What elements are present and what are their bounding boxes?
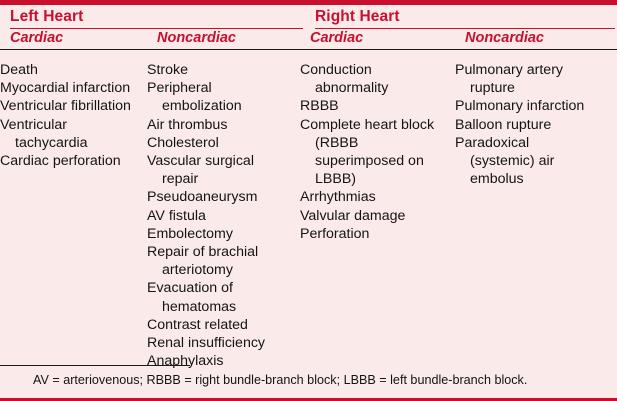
list-item: Paradoxical (systemic) air embolus — [455, 134, 555, 188]
list-item: Pulmonary infarction — [455, 98, 585, 115]
group-header-row: Left Heart Right Heart — [0, 8, 617, 29]
subheader-right-cardiac: Cardiac — [310, 30, 364, 46]
group-header-right-heart: Right Heart — [315, 8, 615, 29]
list-item: Stroke — [147, 62, 189, 78]
list-item: Cholesterol — [147, 134, 219, 151]
list-item: Contrast related — [147, 316, 248, 333]
list-item: Peripheral embolization — [147, 80, 242, 115]
list-item: Embolectomy — [147, 225, 233, 242]
list-item: Repair of brachial arteriotomy — [147, 244, 259, 279]
list-item: Ventricular fibrillation — [0, 98, 131, 115]
list-item: Renal insufficiency — [147, 335, 266, 352]
list-item: AV fistula — [147, 207, 206, 224]
list-item: Perforation — [300, 225, 370, 242]
list-item: Vascular surgical repair — [147, 153, 254, 188]
list-item: Myocardial infarction — [0, 80, 131, 97]
list-item: Death — [0, 62, 38, 78]
list-item: Arrhythmias — [300, 189, 376, 206]
list-item: Evacuation of hematomas — [147, 280, 237, 315]
footnote-text: AV = arteriovenous; RBBB = right bundle-… — [33, 373, 528, 387]
subheader-right-noncardiac: Noncardiac — [465, 30, 544, 46]
subheader-left-cardiac: Cardiac — [10, 30, 64, 46]
subheader-left-noncardiac: Noncardiac — [157, 30, 236, 46]
list-item: Ventricular tachycardia — [0, 116, 88, 151]
list-item: Pulmonary artery rupture — [455, 62, 564, 97]
list-item: Balloon rupture — [455, 116, 552, 133]
list-item: Air thrombus — [147, 116, 228, 133]
list-item: Valvular damage — [300, 207, 406, 224]
footnote-divider — [0, 365, 190, 366]
list-item: Conduction abnormality — [300, 62, 389, 97]
list-item: Pseudoaneurysm — [147, 189, 258, 206]
footnote-block: AV = arteriovenous; RBBB = right bundle-… — [0, 365, 617, 388]
subheader-row: Cardiac Noncardiac Cardiac Noncardiac — [0, 30, 617, 50]
group-header-left-heart: Left Heart — [10, 8, 303, 29]
list-item: Complete heart block (RBBB superimposed … — [300, 116, 435, 188]
list-item: RBBB — [300, 98, 339, 115]
list-item: Cardiac perforation — [0, 153, 121, 170]
